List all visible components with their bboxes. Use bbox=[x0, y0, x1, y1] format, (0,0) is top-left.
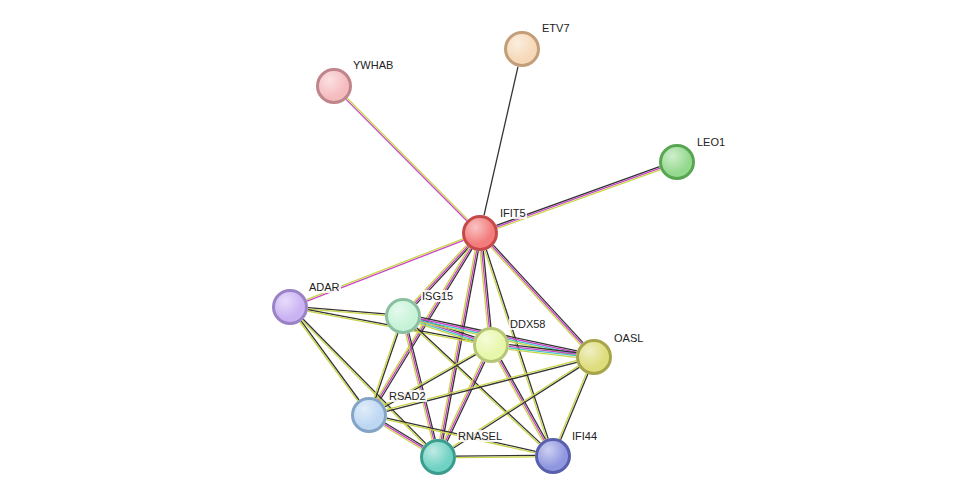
protein-node: LEO1 bbox=[659, 144, 695, 180]
interaction-edge bbox=[491, 245, 583, 345]
evidence-line bbox=[453, 366, 579, 447]
gene-label: IFIT5 bbox=[499, 207, 527, 219]
evidence-line bbox=[416, 247, 469, 304]
node-highlight bbox=[465, 218, 495, 248]
node-highlight bbox=[579, 342, 609, 372]
evidence-line bbox=[446, 361, 484, 440]
evidence-line bbox=[384, 426, 422, 449]
protein-node: RNASEL bbox=[420, 439, 456, 475]
evidence-line bbox=[509, 349, 576, 357]
protein-node: RSAD2 bbox=[351, 397, 387, 433]
interaction-edge bbox=[300, 321, 359, 401]
protein-node: DDX58 bbox=[473, 327, 509, 363]
gene-label: LEO1 bbox=[696, 136, 726, 148]
node-highlight bbox=[476, 330, 506, 360]
interaction-edge bbox=[496, 167, 660, 229]
evidence-line bbox=[509, 348, 576, 356]
evidence-line bbox=[301, 321, 359, 400]
gene-label: ETV7 bbox=[541, 22, 571, 34]
gene-label: OASL bbox=[613, 332, 644, 344]
node-highlight bbox=[538, 441, 568, 471]
node-highlight bbox=[275, 292, 305, 322]
protein-node: ETV7 bbox=[504, 31, 540, 67]
evidence-line bbox=[493, 245, 583, 342]
evidence-line bbox=[347, 98, 468, 219]
interaction-edge bbox=[484, 67, 518, 216]
gene-label: RSAD2 bbox=[388, 390, 427, 402]
protein-node: IFI44 bbox=[535, 438, 571, 474]
evidence-line bbox=[484, 67, 518, 216]
interaction-edge bbox=[414, 245, 469, 304]
node-highlight bbox=[319, 71, 349, 101]
node-highlight bbox=[354, 400, 384, 430]
evidence-line bbox=[480, 251, 487, 327]
protein-node: ISG15 bbox=[385, 298, 421, 334]
protein-node: OASL bbox=[576, 339, 612, 375]
evidence-line bbox=[307, 240, 463, 301]
evidence-line bbox=[302, 320, 425, 444]
evidence-line bbox=[414, 245, 467, 302]
gene-label: IFI44 bbox=[571, 430, 598, 442]
evidence-line bbox=[376, 333, 398, 398]
gene-label: ISG15 bbox=[421, 290, 454, 302]
node-highlight bbox=[423, 442, 453, 472]
evidence-line bbox=[374, 333, 396, 398]
evidence-line bbox=[456, 456, 535, 458]
gene-label: RNASEL bbox=[457, 430, 503, 442]
node-highlight bbox=[388, 301, 418, 331]
evidence-line bbox=[498, 361, 542, 441]
protein-node: ADAR bbox=[272, 289, 308, 325]
evidence-line bbox=[386, 420, 535, 453]
interaction-edge bbox=[456, 455, 535, 457]
evidence-line bbox=[384, 424, 422, 447]
node-highlight bbox=[507, 34, 537, 64]
evidence-line bbox=[497, 170, 660, 229]
evidence-line bbox=[300, 322, 358, 401]
interaction-edge bbox=[386, 418, 535, 453]
evidence-line bbox=[415, 246, 468, 303]
gene-label: DDX58 bbox=[509, 318, 546, 330]
evidence-line bbox=[384, 353, 475, 405]
node-highlight bbox=[662, 147, 692, 177]
interaction-edge bbox=[374, 333, 398, 398]
interaction-edge bbox=[509, 345, 577, 358]
evidence-line bbox=[492, 246, 582, 343]
interaction-edge bbox=[346, 98, 468, 221]
evidence-line bbox=[387, 418, 536, 451]
evidence-line bbox=[496, 167, 659, 226]
evidence-line bbox=[491, 247, 581, 344]
evidence-line bbox=[497, 168, 660, 227]
gene-label: ADAR bbox=[308, 281, 341, 293]
evidence-line bbox=[346, 99, 467, 220]
gene-label: YWHAB bbox=[352, 59, 394, 71]
interaction-edge bbox=[306, 239, 463, 301]
evidence-line bbox=[456, 455, 535, 457]
evidence-line bbox=[444, 361, 482, 440]
protein-node: YWHAB bbox=[316, 68, 352, 104]
evidence-line bbox=[441, 251, 476, 440]
protein-node: IFIT5 bbox=[462, 215, 498, 251]
